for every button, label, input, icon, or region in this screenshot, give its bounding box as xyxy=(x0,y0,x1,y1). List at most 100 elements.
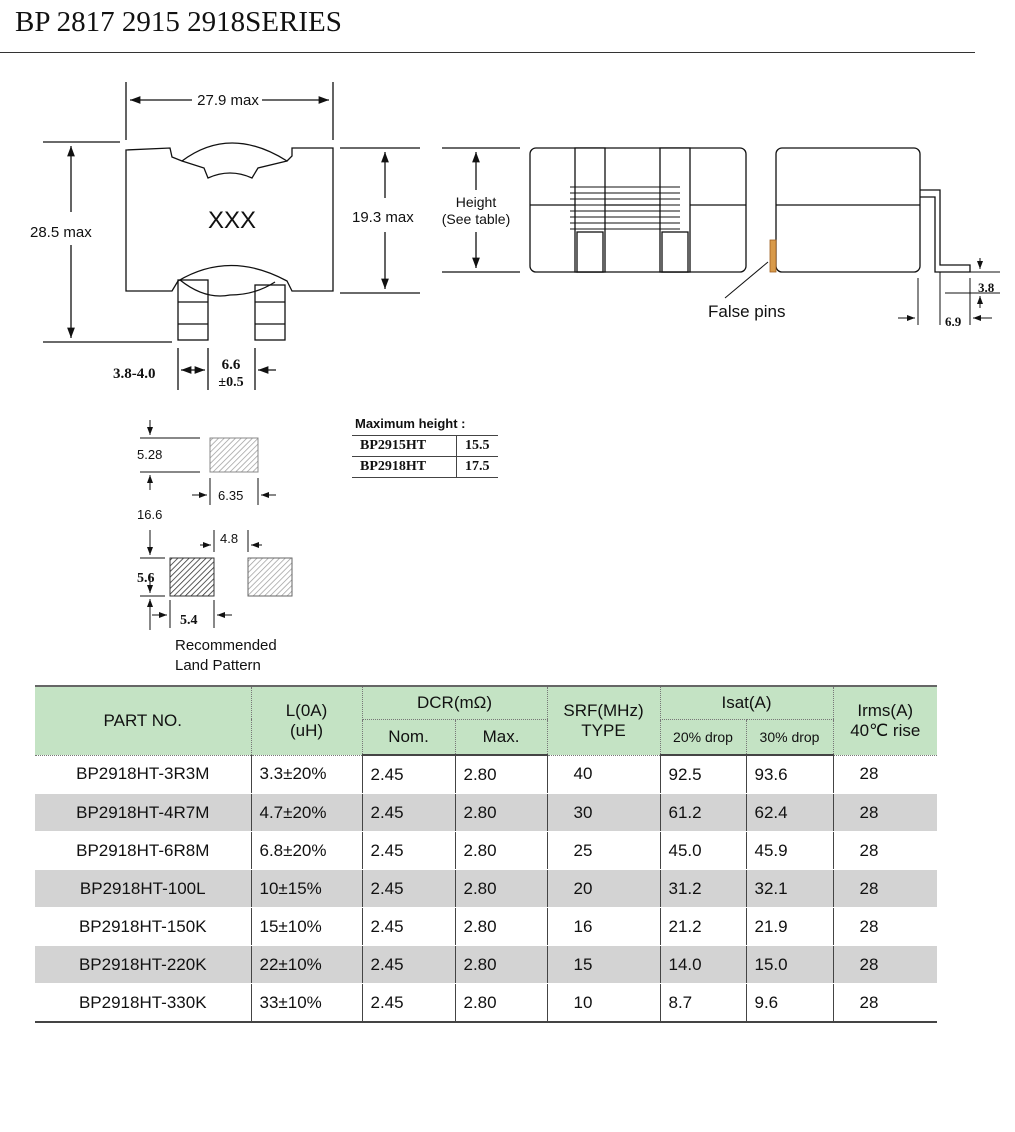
cell-srf: 20 xyxy=(546,869,660,908)
header-irms2: 40℃ rise xyxy=(850,720,921,740)
cell-dcr-nom: 2.45 xyxy=(361,945,455,984)
cell-dcr-nom: 2.45 xyxy=(361,907,455,946)
header-irms1: Irms(A) xyxy=(857,700,914,720)
header-l1: L(0A) xyxy=(285,700,328,720)
marking-label: XXX xyxy=(208,207,256,234)
header-irms: Irms(A)40℃ rise xyxy=(832,685,937,756)
land-dim-1: 5.28 xyxy=(137,447,162,462)
cell-isat-30: 9.6 xyxy=(745,983,833,1023)
cell-part-no: BP2918HT-220K xyxy=(35,945,251,984)
cell-irms: 28 xyxy=(832,869,937,908)
land-caption-2: Land Pattern xyxy=(175,657,261,674)
cell-irms: 28 xyxy=(832,907,937,946)
header-dcr: DCR(mΩ) xyxy=(361,685,547,720)
header-dcr-nom: Nom. xyxy=(361,719,455,756)
false-pins-label: False pins xyxy=(708,302,785,321)
cell-part-no: BP2918HT-330K xyxy=(35,983,251,1023)
cell-isat-20: 14.0 xyxy=(659,945,746,984)
lead-height-label: 3.8 xyxy=(978,280,995,295)
land-dim-6: 5.4 xyxy=(180,613,198,628)
cell-inductance: 10±15% xyxy=(250,869,362,908)
header-isat-30: 30% drop xyxy=(745,719,833,756)
cell-inductance: 22±10% xyxy=(250,945,362,984)
cell-isat-20: 92.5 xyxy=(659,755,746,794)
cell-dcr-max: 2.80 xyxy=(454,907,547,946)
cell-isat-20: 31.2 xyxy=(659,869,746,908)
top-view-drawing xyxy=(43,82,420,390)
cell-irms: 28 xyxy=(832,983,937,1023)
side-view-drawing xyxy=(529,147,747,273)
body-dimension-label: 19.3 max xyxy=(352,209,414,226)
cell-inductance: 6.8±20% xyxy=(250,831,362,870)
land-dim-5: 5.6 xyxy=(137,571,155,586)
cell-isat-30: 21.9 xyxy=(745,907,833,946)
cell-dcr-max: 2.80 xyxy=(454,869,547,908)
cell-srf: 40 xyxy=(546,755,660,794)
cell-dcr-max: 2.80 xyxy=(454,793,547,832)
cell-irms: 28 xyxy=(832,793,937,832)
cell-dcr-nom: 2.45 xyxy=(361,983,455,1023)
cell-part-no: BP2918HT-6R8M xyxy=(35,831,251,870)
header-inductance: L(0A)(uH) xyxy=(250,685,362,756)
header-part-no: PART NO. xyxy=(35,685,251,756)
pitch-tolerance-label: ±0.5 xyxy=(218,375,243,390)
land-pattern-drawing xyxy=(140,420,293,630)
cell-isat-20: 45.0 xyxy=(659,831,746,870)
cell-dcr-nom: 2.45 xyxy=(361,755,455,794)
cell-isat-30: 45.9 xyxy=(745,831,833,870)
cell-srf: 30 xyxy=(546,793,660,832)
cell-inductance: 15±10% xyxy=(250,907,362,946)
land-dim-3: 16.6 xyxy=(137,507,162,522)
land-dim-2: 6.35 xyxy=(218,488,243,503)
cell-isat-30: 32.1 xyxy=(745,869,833,908)
cell-dcr-max: 2.80 xyxy=(454,831,547,870)
width-dimension-label: 27.9 max xyxy=(197,92,259,109)
pad-gap-label: 3.8-4.0 xyxy=(113,366,156,382)
cell-dcr-max: 2.80 xyxy=(454,983,547,1023)
cell-dcr-max: 2.80 xyxy=(454,755,547,794)
cell-srf: 10 xyxy=(546,983,660,1023)
cell-inductance: 33±10% xyxy=(250,983,362,1023)
cell-srf: 25 xyxy=(546,831,660,870)
dimension-drawings: 27.9 max 28.5 max 19.3 max XXX 3.8-4.0 6… xyxy=(30,82,1000,674)
cell-part-no: BP2918HT-3R3M xyxy=(35,755,251,794)
header-l2: (uH) xyxy=(289,720,324,740)
height-note: Height xyxy=(456,194,497,210)
cell-dcr-nom: 2.45 xyxy=(361,793,455,832)
height-note-2: (See table) xyxy=(442,211,510,227)
spec-table: PART NO. L(0A)(uH) DCR(mΩ) SRF(MHz)TYPE … xyxy=(35,685,937,1023)
end-view-drawing xyxy=(724,147,1000,325)
land-dim-4: 4.8 xyxy=(220,531,238,546)
cell-part-no: BP2918HT-150K xyxy=(35,907,251,946)
height-dimension-label: 28.5 max xyxy=(30,224,92,241)
header-isat-20: 20% drop xyxy=(659,719,746,756)
lead-width-label: 6.9 xyxy=(945,314,962,329)
cell-isat-30: 15.0 xyxy=(745,945,833,984)
cell-part-no: BP2918HT-100L xyxy=(35,869,251,908)
cell-irms: 28 xyxy=(832,831,937,870)
cell-isat-30: 93.6 xyxy=(745,755,833,794)
page-title: BP 2817 2915 2918SERIES xyxy=(15,6,342,38)
land-caption: Recommended xyxy=(175,637,277,654)
max-height-heading: Maximum height : xyxy=(355,416,466,431)
cell-irms: 28 xyxy=(832,755,937,794)
pitch-label: 6.6 xyxy=(222,357,241,373)
cell-srf: 15 xyxy=(546,945,660,984)
value: 15.5 xyxy=(456,435,498,457)
header-dcr-max: Max. xyxy=(454,719,547,756)
header-srf: SRF(MHz)TYPE xyxy=(546,685,660,756)
cell-inductance: 4.7±20% xyxy=(250,793,362,832)
cell-isat-20: 8.7 xyxy=(659,983,746,1023)
cell-isat-30: 62.4 xyxy=(745,793,833,832)
title-divider xyxy=(0,52,975,53)
height-dimension xyxy=(442,147,520,273)
